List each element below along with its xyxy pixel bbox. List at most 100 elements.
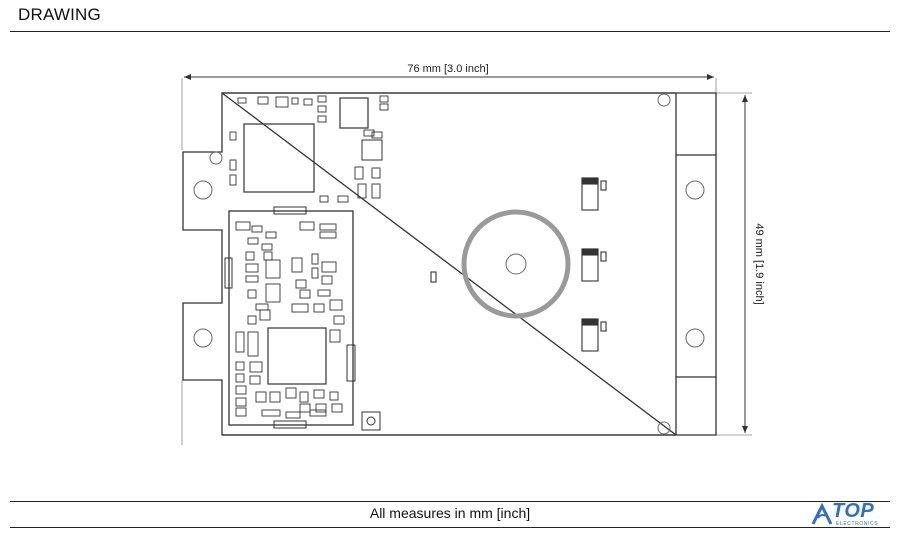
smd-part xyxy=(319,223,337,231)
smd-part xyxy=(299,221,315,231)
smd-part xyxy=(265,259,281,279)
buzzer-ring xyxy=(461,209,571,319)
module-connector-top xyxy=(273,206,307,215)
module-chip xyxy=(267,327,327,385)
smd-part xyxy=(329,299,343,311)
smd-part xyxy=(337,195,349,203)
smd-part xyxy=(354,166,364,180)
smd-part xyxy=(235,221,251,231)
height-dimension-label: 49 mm [1.9 inch] xyxy=(753,223,765,304)
smd-part xyxy=(303,98,313,106)
smd-part xyxy=(269,391,281,403)
smd-part xyxy=(295,279,307,289)
logo-icon xyxy=(811,502,833,525)
smd-part xyxy=(319,231,337,239)
square-chip xyxy=(339,97,369,129)
small-chip xyxy=(361,139,383,161)
smd-part xyxy=(311,253,319,265)
smd-part xyxy=(299,391,309,403)
page-title: DRAWING xyxy=(18,5,101,24)
smd-part xyxy=(255,303,269,311)
led-components xyxy=(430,177,607,352)
smd-part xyxy=(249,375,261,385)
smd-part xyxy=(317,289,331,297)
smd-part xyxy=(245,251,255,261)
smd-part xyxy=(265,283,281,303)
smd-part xyxy=(363,129,375,137)
smd-part xyxy=(247,237,259,245)
module-connector-bottom xyxy=(273,420,307,429)
module-connector-left xyxy=(224,257,233,289)
smd-part xyxy=(379,103,389,111)
smd-part xyxy=(285,411,301,419)
main-chip xyxy=(243,123,315,193)
smd-part xyxy=(311,267,319,279)
extension-lines xyxy=(181,78,752,445)
board-outline xyxy=(182,91,717,436)
smd-part xyxy=(379,95,389,103)
smd-part xyxy=(249,361,263,373)
width-dimension-label: 76 mm [3.0 inch] xyxy=(407,63,488,75)
footer-rule-bottom xyxy=(10,527,890,528)
logo-word: TOP xyxy=(832,500,875,522)
smd-part xyxy=(247,289,257,299)
smd-part xyxy=(291,303,309,313)
smd-part xyxy=(333,315,345,325)
smd-part xyxy=(257,96,269,105)
smd-part xyxy=(247,331,259,357)
smd-part xyxy=(313,303,325,313)
smd-part xyxy=(235,407,247,417)
smd-part xyxy=(285,387,297,399)
smd-part xyxy=(371,183,381,199)
smd-part xyxy=(261,409,281,417)
smd-part xyxy=(245,275,259,283)
smd-part xyxy=(245,263,259,273)
smd-part xyxy=(235,397,247,407)
passive-components xyxy=(229,95,389,419)
smd-part xyxy=(229,159,237,171)
smd-part xyxy=(247,315,257,325)
smd-part xyxy=(321,275,333,285)
smd-part xyxy=(309,409,327,417)
smd-part xyxy=(329,391,339,401)
smd-part xyxy=(265,231,277,239)
smd-part xyxy=(317,95,327,103)
smd-part xyxy=(255,391,267,403)
smd-part xyxy=(313,389,325,399)
mounting-holes xyxy=(193,93,705,435)
smd-part xyxy=(319,195,329,203)
module-connector-right xyxy=(346,344,356,382)
company-logo: TOP ELECTRONICS xyxy=(810,500,892,530)
smd-part xyxy=(229,131,237,141)
smd-part xyxy=(235,361,245,371)
antenna-connector xyxy=(361,411,381,431)
smd-part xyxy=(329,329,341,343)
smd-part xyxy=(357,183,367,199)
footer-note: All measures in mm [inch] xyxy=(369,505,531,521)
smd-part xyxy=(259,309,271,321)
smd-part xyxy=(229,174,237,186)
smd-part xyxy=(299,403,311,413)
smd-part xyxy=(299,289,311,299)
buzzer-center xyxy=(505,253,527,275)
smd-part xyxy=(235,331,245,353)
smd-part xyxy=(261,243,273,251)
smd-part xyxy=(317,105,327,113)
smd-part xyxy=(291,257,303,273)
footer-rule-top xyxy=(10,501,890,502)
smd-part xyxy=(275,96,289,108)
smd-part xyxy=(291,97,299,105)
smd-part xyxy=(251,225,263,233)
smd-part xyxy=(315,403,327,413)
smd-part xyxy=(235,373,245,383)
smd-part xyxy=(321,261,337,273)
board-edge xyxy=(222,92,677,436)
smd-part xyxy=(263,251,273,261)
header-rule xyxy=(10,31,890,32)
smd-part xyxy=(235,385,247,395)
smd-part xyxy=(331,403,343,413)
logo-subtitle: ELECTRONICS xyxy=(836,521,879,527)
smd-part xyxy=(371,131,383,139)
smd-part xyxy=(237,97,247,104)
